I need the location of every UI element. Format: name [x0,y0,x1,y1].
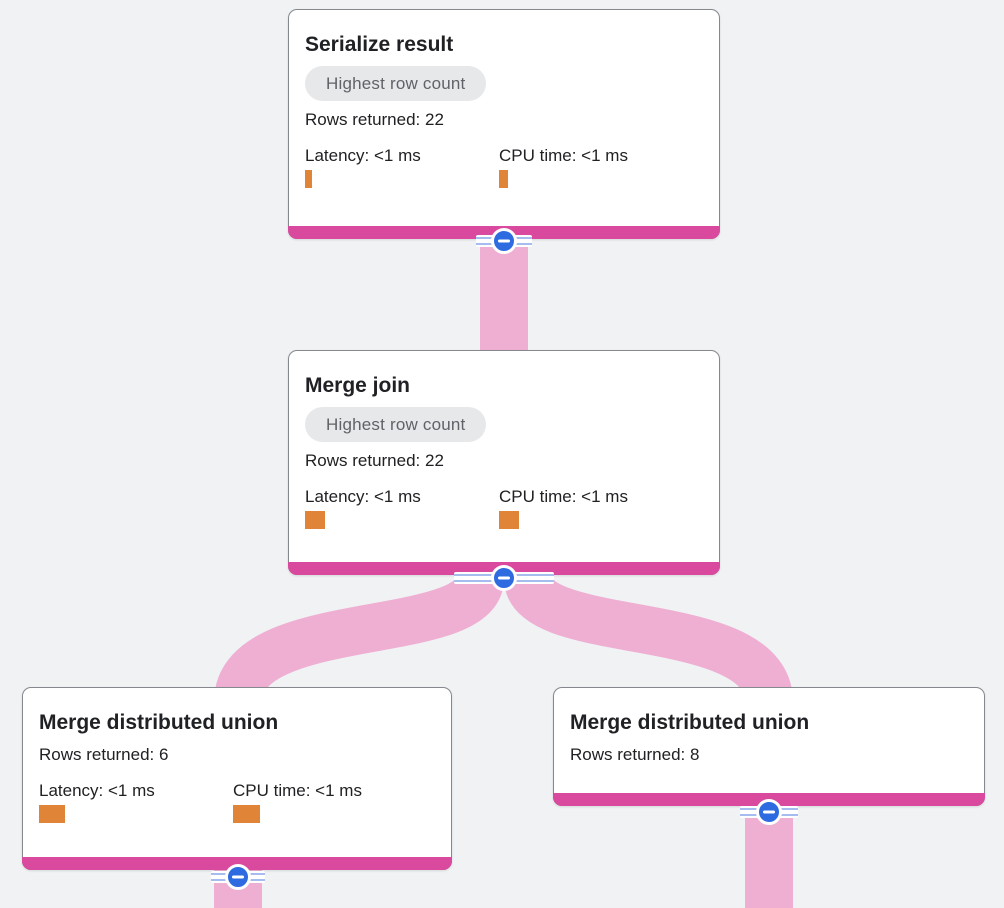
cpu-time-label: CPU time: <1 ms [499,487,628,506]
highest-row-count-badge: Highest row count [305,66,487,101]
collapse-button-serialize-result[interactable] [476,228,532,254]
minus-icon [491,228,517,254]
plan-node-merge-distributed-union-right[interactable]: Merge distributed union Rows returned: 8 [553,687,985,806]
highest-row-count-badge: Highest row count [305,407,487,442]
node-accent-strip [22,857,452,870]
edge-merge-join-to-right-union [504,573,793,705]
minus-glyph [232,875,244,879]
collapse-button-union-left[interactable] [211,864,265,890]
cpu-time-metric: CPU time: <1 ms [499,486,703,529]
latency-bar [305,511,325,529]
edge-merge-join-to-left-union [214,573,504,705]
latency-metric: Latency: <1 ms [305,486,499,529]
latency-metric: Latency: <1 ms [39,780,233,823]
latency-label: Latency: <1 ms [305,487,421,506]
rows-returned-text: Rows returned: 6 [39,745,169,764]
latency-label: Latency: <1 ms [305,146,421,165]
metrics-row: Latency: <1 ms CPU time: <1 ms [305,145,703,188]
latency-bar [305,170,312,188]
plan-node-serialize-result[interactable]: Serialize result Highest row count Rows … [288,9,720,239]
collapse-button-union-right[interactable] [740,799,798,825]
cpu-time-bar [233,805,260,823]
node-title: Serialize result [305,33,454,56]
cpu-time-bar [499,511,519,529]
rows-returned-text: Rows returned: 22 [305,451,444,470]
cpu-time-metric: CPU time: <1 ms [499,145,703,188]
cpu-time-label: CPU time: <1 ms [233,781,362,800]
latency-bar [39,805,65,823]
minus-glyph [763,810,775,814]
latency-metric: Latency: <1 ms [305,145,499,188]
minus-icon [225,864,251,890]
minus-icon [756,799,782,825]
node-title: Merge distributed union [570,711,810,734]
plan-node-merge-distributed-union-left[interactable]: Merge distributed union Rows returned: 6… [22,687,452,870]
cpu-time-metric: CPU time: <1 ms [233,780,435,823]
node-title: Merge distributed union [39,711,279,734]
metrics-row: Latency: <1 ms CPU time: <1 ms [305,486,703,529]
node-title: Merge join [305,374,411,397]
cpu-time-label: CPU time: <1 ms [499,146,628,165]
collapse-button-merge-join[interactable] [454,565,554,591]
minus-icon [491,565,517,591]
rows-returned-text: Rows returned: 22 [305,110,444,129]
metrics-row: Latency: <1 ms CPU time: <1 ms [39,780,435,823]
plan-node-merge-join[interactable]: Merge join Highest row count Rows return… [288,350,720,575]
cpu-time-bar [499,170,508,188]
minus-glyph [498,239,510,243]
minus-glyph [498,576,510,580]
rows-returned-text: Rows returned: 8 [570,745,700,764]
latency-label: Latency: <1 ms [39,781,155,800]
